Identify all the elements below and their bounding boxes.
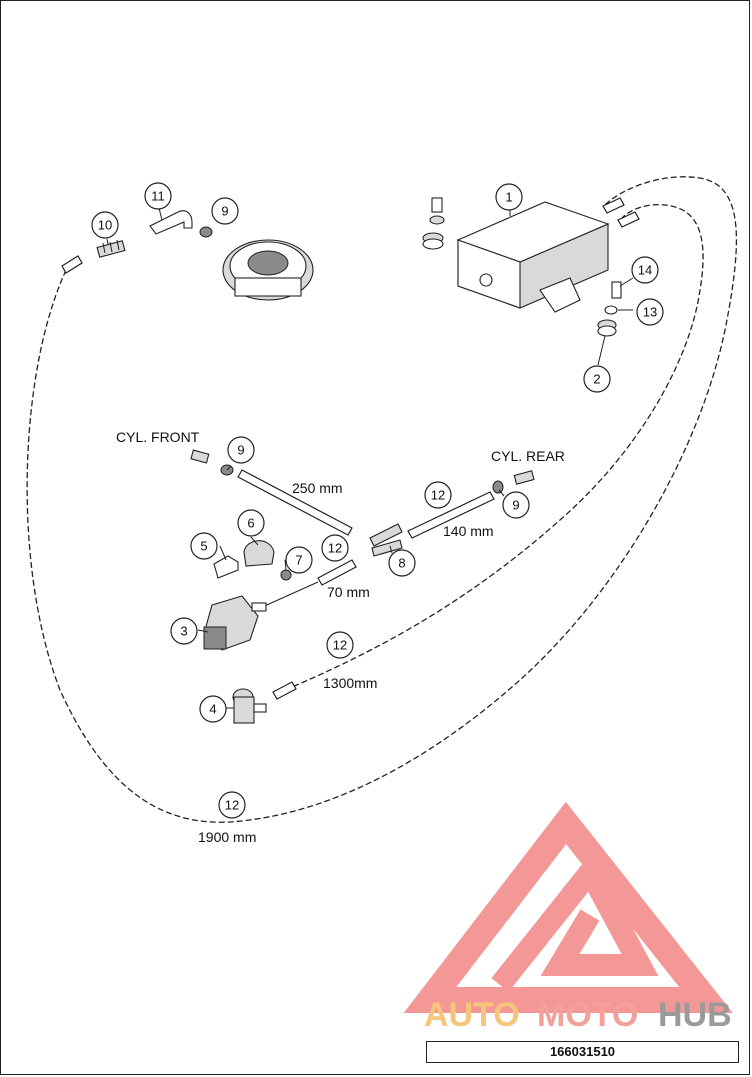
svg-text:2: 2 xyxy=(593,372,600,387)
hose-valve-link xyxy=(259,581,319,609)
svg-text:9: 9 xyxy=(221,204,228,219)
callout-4: 4 xyxy=(199,695,227,723)
leader-11 xyxy=(158,207,163,221)
svg-text:12: 12 xyxy=(225,798,239,813)
check-valve xyxy=(232,688,267,724)
hose-1900mm xyxy=(26,176,738,823)
label-250mm: 250 mm xyxy=(292,480,343,496)
label-cyl-rear: CYL. REAR xyxy=(491,448,565,464)
tube-1300mm-end xyxy=(272,681,297,700)
hose-clamp-rear xyxy=(492,470,535,494)
svg-text:10: 10 xyxy=(98,218,112,233)
label-140mm: 140 mm xyxy=(443,523,494,539)
tube-ends-right xyxy=(602,197,640,228)
callout-9-front: 9 xyxy=(227,436,255,464)
purge-valve xyxy=(203,595,267,651)
callout-12-140mm: 12 xyxy=(424,481,452,509)
bracket-5 xyxy=(213,555,239,579)
callout-9-top: 9 xyxy=(211,197,239,225)
callout-9-rear: 9 xyxy=(502,491,530,519)
svg-text:9: 9 xyxy=(237,443,244,458)
svg-text:7: 7 xyxy=(295,553,302,568)
svg-text:14: 14 xyxy=(638,263,652,278)
canister-bolt xyxy=(429,197,445,225)
svg-text:5: 5 xyxy=(200,539,207,554)
svg-text:11: 11 xyxy=(151,189,165,204)
tube-250mm xyxy=(237,469,353,536)
watermark-text: AUTO MOTO HUB xyxy=(424,996,732,1034)
callout-5: 5 xyxy=(190,532,218,560)
svg-text:8: 8 xyxy=(398,556,405,571)
svg-text:9: 9 xyxy=(512,498,519,513)
label-70mm: 70 mm xyxy=(327,584,370,600)
screw-14 xyxy=(611,281,622,299)
watermark-auto: AUTO xyxy=(424,996,520,1034)
callout-3: 3 xyxy=(170,617,198,645)
tube-140mm xyxy=(407,491,495,539)
callout-12-1300mm: 12 xyxy=(326,631,354,659)
callout-14: 14 xyxy=(631,256,659,284)
svg-text:6: 6 xyxy=(247,516,254,531)
charcoal-canister xyxy=(456,201,610,313)
watermark-moto: MOTO xyxy=(537,996,638,1034)
watermark-logo xyxy=(403,801,733,1013)
callout-8: 8 xyxy=(388,549,416,577)
hose-clamp-front xyxy=(190,449,234,476)
svg-text:12: 12 xyxy=(328,541,342,556)
callout-2: 2 xyxy=(583,365,611,393)
leader-2 xyxy=(597,335,606,366)
tube-70mm xyxy=(317,559,357,586)
leader-3 xyxy=(197,629,209,633)
label-cyl-front: CYL. FRONT xyxy=(116,429,200,445)
callout-6: 6 xyxy=(237,509,265,537)
rubber-grommet-top xyxy=(422,232,444,250)
callout-11: 11 xyxy=(144,182,172,210)
hose-1300mm xyxy=(284,204,704,691)
t-piece-connector xyxy=(369,523,403,557)
hose-clamp-top xyxy=(199,226,213,238)
leader-9-front xyxy=(226,465,232,471)
leader-8 xyxy=(389,545,393,554)
svg-text:1: 1 xyxy=(505,190,512,205)
label-1900mm: 1900 mm xyxy=(198,829,256,845)
nipple-connector xyxy=(96,239,126,258)
leader-7 xyxy=(284,559,287,571)
watermark-triangle xyxy=(403,801,733,1013)
svg-text:13: 13 xyxy=(643,305,657,320)
holder-clip-6 xyxy=(243,540,275,567)
svg-text:12: 12 xyxy=(333,638,347,653)
leader-6 xyxy=(250,536,259,546)
callout-7: 7 xyxy=(285,546,313,574)
tube-1900mm-end-left xyxy=(61,255,83,274)
svg-text:3: 3 xyxy=(180,624,187,639)
elbow-hose xyxy=(149,210,193,235)
fuel-tank-cap xyxy=(222,239,314,301)
callout-13: 13 xyxy=(636,298,664,326)
callout-10: 10 xyxy=(91,211,119,239)
label-1300mm: 1300mm xyxy=(323,675,377,691)
watermark-inner-stroke xyxy=(491,852,659,992)
leader-10 xyxy=(106,238,109,245)
callout-12-70mm: 12 xyxy=(321,534,349,562)
callout-1: 1 xyxy=(495,183,523,211)
nut-7 xyxy=(280,569,292,581)
leader-9-rear xyxy=(498,489,505,497)
watermark-hub: HUB xyxy=(658,996,732,1034)
svg-text:4: 4 xyxy=(209,702,216,717)
part-number-box: 166031510 xyxy=(426,1041,739,1063)
washer-13 xyxy=(604,305,618,315)
rubber-grommet-2 xyxy=(597,319,617,337)
leader-14 xyxy=(619,277,634,287)
leader-5 xyxy=(219,545,227,561)
callout-12-1900mm: 12 xyxy=(218,791,246,819)
svg-text:12: 12 xyxy=(431,488,445,503)
